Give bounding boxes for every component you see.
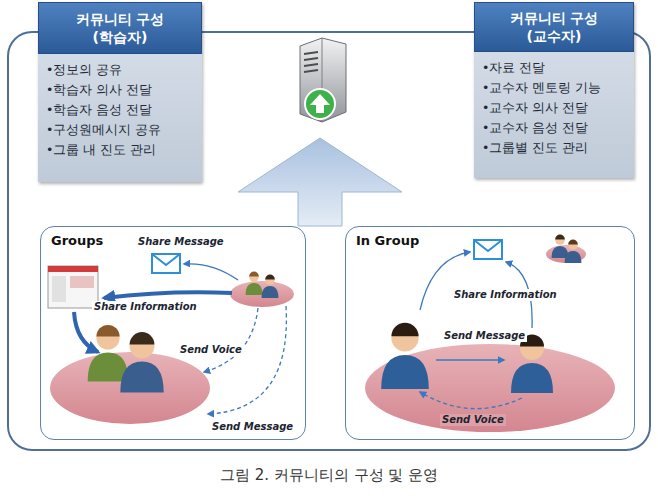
header-text: 커뮤니티 구성 (학습자) <box>68 10 172 46</box>
learner-figure <box>262 275 279 298</box>
send-message-arrow <box>208 306 286 414</box>
group-ellipse <box>546 245 586 263</box>
flow-label: Share Information <box>452 289 559 301</box>
bullet-item: •학습자 음성 전달 <box>46 100 196 120</box>
group-ellipse <box>50 352 210 424</box>
box-header: 커뮤니티 구성 (학습자) <box>38 2 202 54</box>
flow-label: Share Message <box>136 236 226 248</box>
share-information-arrow <box>104 292 232 298</box>
server-icon <box>300 38 346 122</box>
panel-title: Groups <box>51 233 103 248</box>
outer-frame <box>8 32 650 450</box>
figure-caption: 그림 2. 커뮤니티의 구성 및 운영 <box>0 466 658 485</box>
learner-figure <box>88 325 129 382</box>
panel-title: In Group <box>356 233 419 248</box>
bullet-item: •학습자 의사 전달 <box>46 80 196 100</box>
bullet-item: •교수자 의사 전달 <box>482 98 628 118</box>
learner-figure <box>120 332 163 392</box>
community-box: 커뮤니티 구성 (학습자) •정보의 공유•학습자 의사 전달•학습자 음성 전달… <box>38 2 202 182</box>
group-panel: Groups <box>40 226 306 440</box>
member-figure <box>565 240 582 263</box>
group-ellipse <box>365 344 615 432</box>
box-body: •정보의 공유•학습자 의사 전달•학습자 음성 전달•구성원메시지 공유•그룹… <box>38 54 202 182</box>
flow-label: Send Message <box>210 421 295 433</box>
member-figure <box>381 323 429 389</box>
bullet-item: •교수자 음성 전달 <box>482 118 628 138</box>
flow-label: Send Voice <box>178 344 244 356</box>
send-message-arrow <box>436 359 504 360</box>
header-text: 커뮤니티 구성 (교수자) <box>502 9 606 45</box>
bullet-item: •자료 전달 <box>482 58 628 78</box>
bullet-item: •정보의 공유 <box>46 60 196 80</box>
send-voice-arrow <box>204 308 258 372</box>
flow-label: Share Information <box>92 301 199 313</box>
flow-label: Send Voice <box>440 414 506 426</box>
share-message-arrow <box>184 264 238 280</box>
upload-arrow <box>238 138 402 226</box>
share-information-arrow <box>74 312 98 352</box>
box-header: 커뮤니티 구성 (교수자) <box>474 2 634 52</box>
group-ellipse <box>230 281 294 307</box>
send-voice-arrow <box>420 392 522 409</box>
learner-figure <box>246 272 263 295</box>
bullet-item: •교수자 멘토링 기능 <box>482 78 628 98</box>
screen-image <box>48 266 98 308</box>
flow-label: Send Message <box>442 330 527 342</box>
message-envelope <box>152 254 180 273</box>
member-figure <box>511 335 553 394</box>
bullet-item: •그룹 내 진도 관리 <box>46 140 196 160</box>
member-figure <box>552 235 569 258</box>
bullet-item: •그룹별 진도 관리 <box>482 138 628 158</box>
bullet-item: •구성원메시지 공유 <box>46 120 196 140</box>
share-information-arrow <box>420 252 470 310</box>
community-box: 커뮤니티 구성 (교수자) •자료 전달•교수자 멘토링 기능•교수자 의사 전달… <box>474 2 634 178</box>
box-body: •자료 전달•교수자 멘토링 기능•교수자 의사 전달•교수자 음성 전달•그룹… <box>474 52 634 178</box>
message-envelope <box>474 240 502 259</box>
